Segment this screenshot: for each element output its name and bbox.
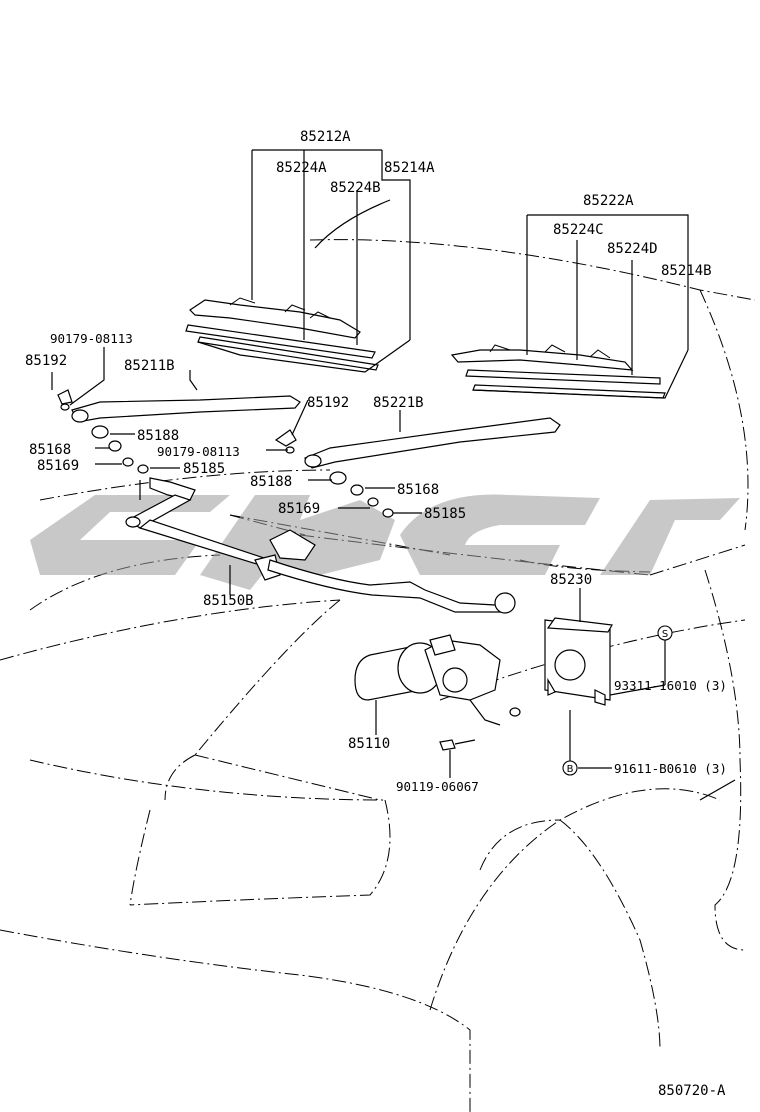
watermark-logo <box>30 494 740 590</box>
label-seal-rh: 85168 <box>397 482 439 498</box>
label-washer-lh: 85169 <box>37 458 79 474</box>
label-washer-rh: 85169 <box>278 501 320 517</box>
svg-text:S: S <box>662 629 668 640</box>
label-bolt-b: 91611-B0610 (3) <box>614 761 727 776</box>
bracket <box>544 617 613 706</box>
svg-text:B: B <box>567 764 574 775</box>
label-refill-lh-b: 85224B <box>330 180 381 196</box>
label-cap-rh: 85192 <box>307 395 349 411</box>
label-arm-lh: 85211B <box>124 358 175 374</box>
arm-rh <box>274 417 561 469</box>
label-refill-lh-a: 85224A <box>276 160 327 176</box>
link-assembly <box>125 477 516 614</box>
label-bushing-lh: 85188 <box>137 428 179 444</box>
circled-b-symbol: B <box>562 760 578 776</box>
arm-lh <box>57 389 301 423</box>
label-screw-rh: 90179-08113 <box>157 444 240 459</box>
leader-lines <box>51 149 736 801</box>
label-nut-rh: 85185 <box>424 506 466 522</box>
label-refill-rh-c: 85224C <box>553 222 604 238</box>
label-bracket: 85230 <box>550 572 592 588</box>
label-cap-lh: 85192 <box>25 353 67 369</box>
label-refill-rh-d: 85224D <box>607 241 658 257</box>
small-parts-lh <box>91 425 149 474</box>
circled-s-symbol: S <box>657 625 673 641</box>
label-blade-lh-assy: 85212A <box>300 129 351 145</box>
label-blade-lh-b: 85214A <box>384 160 435 176</box>
label-nut-lh: 85185 <box>183 461 225 477</box>
label-motor: 85110 <box>348 736 390 752</box>
motor-bolt <box>439 707 521 751</box>
label-screw-lh: 90179-08113 <box>50 331 133 346</box>
label-blade-rh-assy: 85222A <box>583 193 634 209</box>
blade-rh-assembly <box>450 344 689 399</box>
label-seal-lh: 85168 <box>29 442 71 458</box>
label-arm-rh: 85221B <box>373 395 424 411</box>
label-bolt-motor: 90119-06067 <box>396 779 479 794</box>
label-blade-rh-b: 85214B <box>661 263 712 279</box>
label-link-assy: 85150B <box>203 593 254 609</box>
part-labels: 85212A 85224A 85214A 85224B 85222A 85224… <box>25 129 727 1099</box>
diagram-id: 850720-A <box>658 1083 726 1099</box>
label-bolt-s: 93311-16010 (3) <box>614 678 727 693</box>
blade-lh-assembly <box>185 297 411 373</box>
wiper-motor <box>354 634 501 726</box>
label-bushing-rh: 85188 <box>250 474 292 490</box>
